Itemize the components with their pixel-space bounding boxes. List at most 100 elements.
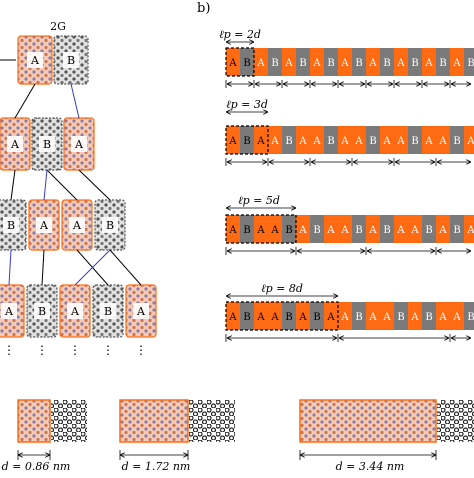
ellipsis: ⋮ [69, 343, 81, 357]
sequence-cell [310, 48, 324, 76]
cell-letter: B [439, 58, 446, 69]
cell-letter: A [340, 136, 349, 147]
cell-letter: B [327, 136, 334, 147]
cell-letter: A [74, 138, 84, 151]
cell-letter: B [313, 225, 320, 236]
cell-letter: A [284, 58, 293, 69]
sequence-cell [422, 126, 436, 154]
sequence-cell [226, 126, 240, 154]
sequence-cell [338, 215, 352, 243]
sequence-cell [324, 126, 338, 154]
cell-letter: A [396, 225, 405, 236]
tree-cell: A [0, 117, 31, 171]
sequence-cell [436, 302, 450, 330]
sequence-cell [422, 48, 436, 76]
cell-letter: A [368, 312, 377, 323]
tree-cell: B [94, 199, 126, 251]
cell-letter: A [30, 54, 40, 67]
cell-letter: B [355, 58, 362, 69]
tree-cell: A [125, 284, 157, 338]
cell-letter: A [340, 312, 349, 323]
tree-link [10, 169, 16, 201]
cell-letter: A [368, 58, 377, 69]
ellipsis: ⋮ [36, 343, 48, 357]
cell-letter: A [438, 225, 447, 236]
sequence-cell [268, 48, 282, 76]
sequence-cell [464, 126, 474, 154]
sequence-cell [352, 215, 366, 243]
cell-letter: A [382, 312, 391, 323]
tree-cell: A [59, 284, 91, 338]
cell-letter: A [382, 136, 391, 147]
cell-letter: A [10, 138, 20, 151]
sequence-cell [352, 48, 366, 76]
cell-letter: A [340, 225, 349, 236]
cell-letter: A [438, 136, 447, 147]
cell-letter: A [228, 312, 237, 323]
tree-link [74, 249, 111, 286]
cell-letter: B [383, 58, 390, 69]
cell-letter: A [39, 219, 49, 232]
sequence-cell [408, 215, 422, 243]
sequence-cell [436, 215, 450, 243]
period-label: ℓp = 8d [261, 282, 303, 295]
sequence-cell [338, 302, 352, 330]
sequence-cell [282, 126, 296, 154]
sequence-cell [366, 126, 380, 154]
cell-letter: A [340, 58, 349, 69]
sequence-cell [450, 302, 464, 330]
cell-letter: B [425, 312, 432, 323]
ribbon-1: d = 0.86 nm [2, 399, 87, 473]
tree-cell: A [0, 284, 25, 338]
cell-letter: A [452, 58, 461, 69]
cell-letter: B [397, 312, 404, 323]
tree-link [46, 169, 78, 201]
sequence-cell [240, 302, 254, 330]
sequence-cell [324, 48, 338, 76]
sequence-cell [296, 302, 310, 330]
period-label: ℓp = 3d [226, 98, 268, 111]
sequence-cell [226, 215, 240, 243]
period-box [225, 125, 269, 155]
sequence-cell [352, 302, 366, 330]
cell-letter: B [38, 305, 46, 318]
cell-letter: B [453, 136, 460, 147]
sequence-cell [366, 302, 380, 330]
tree-cell: B [0, 199, 27, 251]
sequence-cell [296, 215, 310, 243]
cell-letter: A [298, 136, 307, 147]
tree-cell: B [53, 35, 89, 85]
sequence-cell [240, 48, 254, 76]
period-box [225, 47, 255, 77]
tree-cell: B [92, 284, 124, 338]
period-box [225, 214, 297, 244]
sequence-cell [408, 126, 422, 154]
gen2-label: 2G [50, 20, 66, 33]
tree-cell: A [17, 35, 53, 85]
cell-letter: A [72, 219, 82, 232]
cell-letter: B [285, 312, 292, 323]
cell-letter: B [313, 312, 320, 323]
cell-letter: B [411, 136, 418, 147]
sequence-cell [310, 215, 324, 243]
tree-cell: A [28, 199, 60, 251]
sequence-cell [310, 302, 324, 330]
tree-cell: B [31, 117, 63, 171]
sequence-cell [394, 302, 408, 330]
sequence-cell [282, 48, 296, 76]
sequence-cell [464, 215, 474, 243]
cell-letter: A [452, 312, 461, 323]
sequence-cell [338, 126, 352, 154]
sequence-cell [310, 126, 324, 154]
sequence-cell [380, 215, 394, 243]
sequence-cell [324, 302, 338, 330]
sequence-cell [254, 302, 268, 330]
